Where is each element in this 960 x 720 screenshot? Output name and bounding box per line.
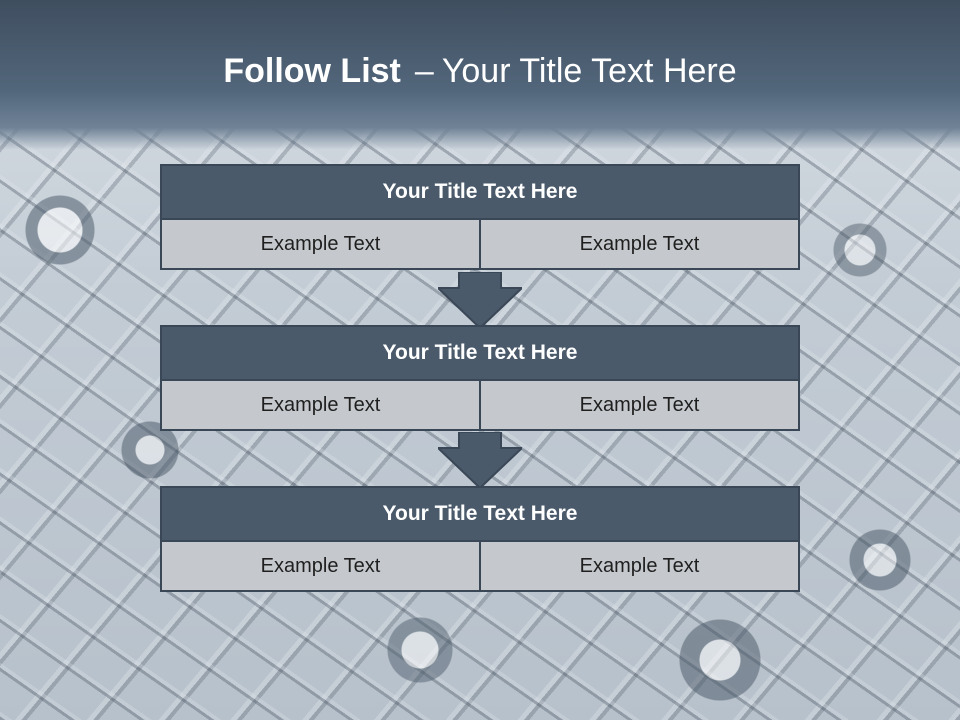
block-cell-left: Example Text (162, 381, 479, 429)
slide-title-rest: Your Title Text Here (441, 52, 737, 90)
list-block-2: Your Title Text Here Example Text Exampl… (160, 325, 800, 431)
block-row: Example Text Example Text (160, 542, 800, 592)
list-block-3: Your Title Text Here Example Text Exampl… (160, 486, 800, 592)
block-cell-right: Example Text (479, 220, 798, 268)
block-cell-right: Example Text (479, 381, 798, 429)
down-arrow-icon (438, 272, 522, 328)
down-arrow-icon (438, 432, 522, 488)
slide-title-dash: – (414, 52, 434, 90)
block-title: Your Title Text Here (160, 325, 800, 381)
block-row: Example Text Example Text (160, 220, 800, 270)
list-block-1: Your Title Text Here Example Text Exampl… (160, 164, 800, 270)
block-cell-left: Example Text (162, 220, 479, 268)
block-title: Your Title Text Here (160, 486, 800, 542)
slide-title-bold: Follow List (223, 52, 401, 90)
block-row: Example Text Example Text (160, 381, 800, 431)
block-title: Your Title Text Here (160, 164, 800, 220)
slide-title: Follow List–Your Title Text Here (0, 52, 960, 91)
slide-header-band (0, 0, 960, 150)
block-cell-right: Example Text (479, 542, 798, 590)
block-cell-left: Example Text (162, 542, 479, 590)
